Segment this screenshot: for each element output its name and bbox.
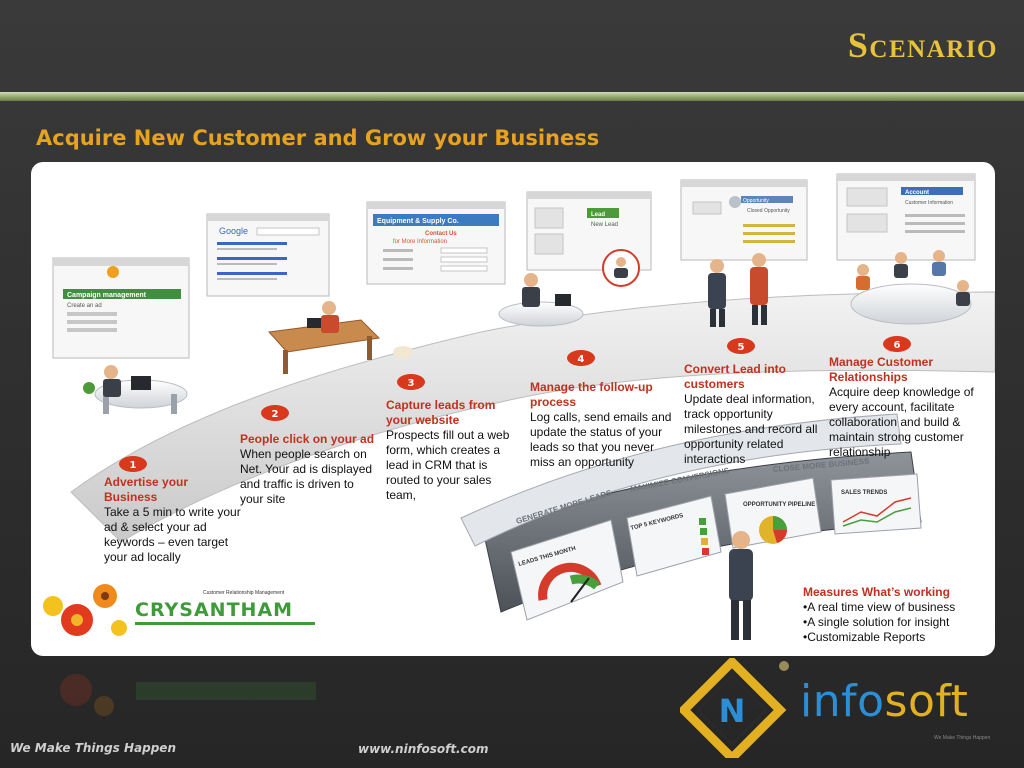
step-4-heading: Manage the follow-up process [530, 380, 653, 409]
step-number: 6 [894, 340, 901, 351]
opportunity-screen: Opportunity Closed Opportunity [680, 179, 808, 261]
infosoft-wordmark: infosoft [800, 676, 968, 727]
step-3-caption: Capture leads from your website Prospect… [386, 398, 522, 503]
scenario-panel: 1 2 3 4 5 6 Campaign management [31, 162, 995, 656]
footer-slogan: We Make Things Happen [10, 741, 176, 755]
step-badge-5: 5 [727, 338, 755, 354]
handshake-figures [708, 253, 768, 327]
slide-subtitle: Acquire New Customer and Grow your Busin… [36, 126, 600, 150]
leads-gauge-panel: LEADS THIS MONTH [510, 519, 624, 621]
step-badge-4: 4 [567, 350, 595, 366]
sales-trends-panel: SALES TRENDS [830, 473, 922, 535]
scenario-illustration: 1 2 3 4 5 6 Campaign management [43, 173, 995, 640]
lead-screen: Lead New Lead [526, 191, 652, 271]
opportunity-label: Opportunity [743, 198, 769, 204]
customer-info-label: Customer Information [905, 200, 953, 206]
step-4-caption: Manage the follow-up process Log calls, … [530, 380, 672, 470]
progress-path [70, 291, 995, 543]
step-2-heading: People click on your ad [240, 432, 375, 446]
account-label: Account [905, 190, 929, 196]
campaign-sub-label: Create an ad [67, 303, 102, 309]
footer-website[interactable]: www.ninfosoft.com [358, 742, 489, 756]
step-badge-3: 3 [397, 374, 425, 390]
equipment-label: Equipment & Supply Co. [377, 218, 459, 225]
step-badge-6: 6 [883, 336, 911, 352]
step-number: 1 [130, 460, 137, 471]
meeting-table [850, 250, 972, 325]
office-worker-2 [267, 301, 413, 374]
new-lead-label: New Lead [591, 222, 618, 228]
step-2-caption: People click on your ad When people sear… [240, 432, 380, 507]
contact-label: Contact Us [425, 231, 457, 237]
logo-tagline: We Make Things Happen [934, 735, 991, 741]
measures-caption: Measures What’s working •A real time vie… [803, 585, 983, 645]
logo-reflection [60, 674, 316, 716]
step-badge-1: 1 [119, 456, 147, 472]
step-number: 3 [408, 378, 415, 389]
closed-opportunity-label: Closed Opportunity [747, 208, 790, 214]
infosoft-logo-mark: N [680, 658, 789, 758]
campaign-screen: Campaign management Create an ad [52, 257, 190, 359]
keywords-panel: TOP 5 KEYWORDS [626, 495, 722, 577]
step-6-body: Acquire deep knowledge of every account,… [829, 385, 974, 459]
lead-label: Lead [591, 212, 605, 218]
step-2-body: When people search on Net. Your ad is di… [240, 447, 373, 506]
title-divider [0, 92, 1024, 101]
infosoft-word-a: info [800, 676, 885, 727]
step-1-caption: Advertise your Business Take a 5 min to … [104, 475, 244, 565]
step-5-heading: Convert Lead into customers [684, 362, 787, 391]
measures-item: •A real time view of business [803, 600, 956, 614]
webform-screen: Equipment & Supply Co. Contact Us for Mo… [366, 201, 506, 285]
measures-item: •Customizable Reports [803, 630, 926, 644]
slide-title: Scenario [847, 25, 998, 65]
measures-heading: Measures What’s working [803, 585, 950, 599]
step-5-body: Update deal information, track opportuni… [684, 392, 818, 466]
google-screen: Google [206, 213, 330, 297]
more-info-label: for More Information [393, 239, 447, 245]
pipeline-panel: OPPORTUNITY PIPELINE [724, 477, 822, 549]
step-4-body: Log calls, send emails and update the st… [530, 410, 672, 469]
step-3-heading: Capture leads from your website [386, 398, 496, 427]
step-3-body: Prospects fill out a web form, which cre… [386, 428, 510, 502]
sales-trends-label: SALES TRENDS [841, 490, 887, 496]
measures-item: •A single solution for insight [803, 615, 950, 629]
step-number: 4 [578, 354, 585, 365]
pipeline-label: OPPORTUNITY PIPELINE [743, 502, 815, 508]
infosoft-word-b: soft [884, 676, 969, 727]
crm-caption: Customer Relationship Management [203, 590, 285, 596]
analyst-figure [729, 531, 753, 640]
google-label: Google [219, 226, 248, 236]
step-number: 5 [738, 342, 745, 353]
step-1-body: Take a 5 min to write your ad & select y… [104, 505, 241, 564]
step-6-heading: Manage Customer Relationships [829, 355, 934, 384]
infosoft-n-letter: N [719, 692, 746, 730]
crysantham-wordmark: CRYSANTHAM [135, 599, 293, 621]
step-6-caption: Manage Customer Relationships Acquire de… [829, 355, 989, 460]
account-screen: Account Customer Information [836, 173, 976, 261]
step-badge-2: 2 [261, 405, 289, 421]
step-1-heading: Advertise your Business [104, 475, 189, 504]
office-worker-1 [83, 365, 188, 414]
campaign-bar-label: Campaign management [67, 292, 147, 299]
office-worker-3 [498, 273, 584, 327]
step-number: 2 [272, 409, 279, 420]
lead-phone-portrait [602, 249, 640, 287]
crysantham-logo: Customer Relationship Management CRYSANT… [43, 584, 315, 636]
dashboard-console: GENERATE MORE LEADS MAXIMIZE CONVERSIONS… [460, 413, 922, 621]
step-5-caption: Convert Lead into customers Update deal … [684, 362, 830, 467]
